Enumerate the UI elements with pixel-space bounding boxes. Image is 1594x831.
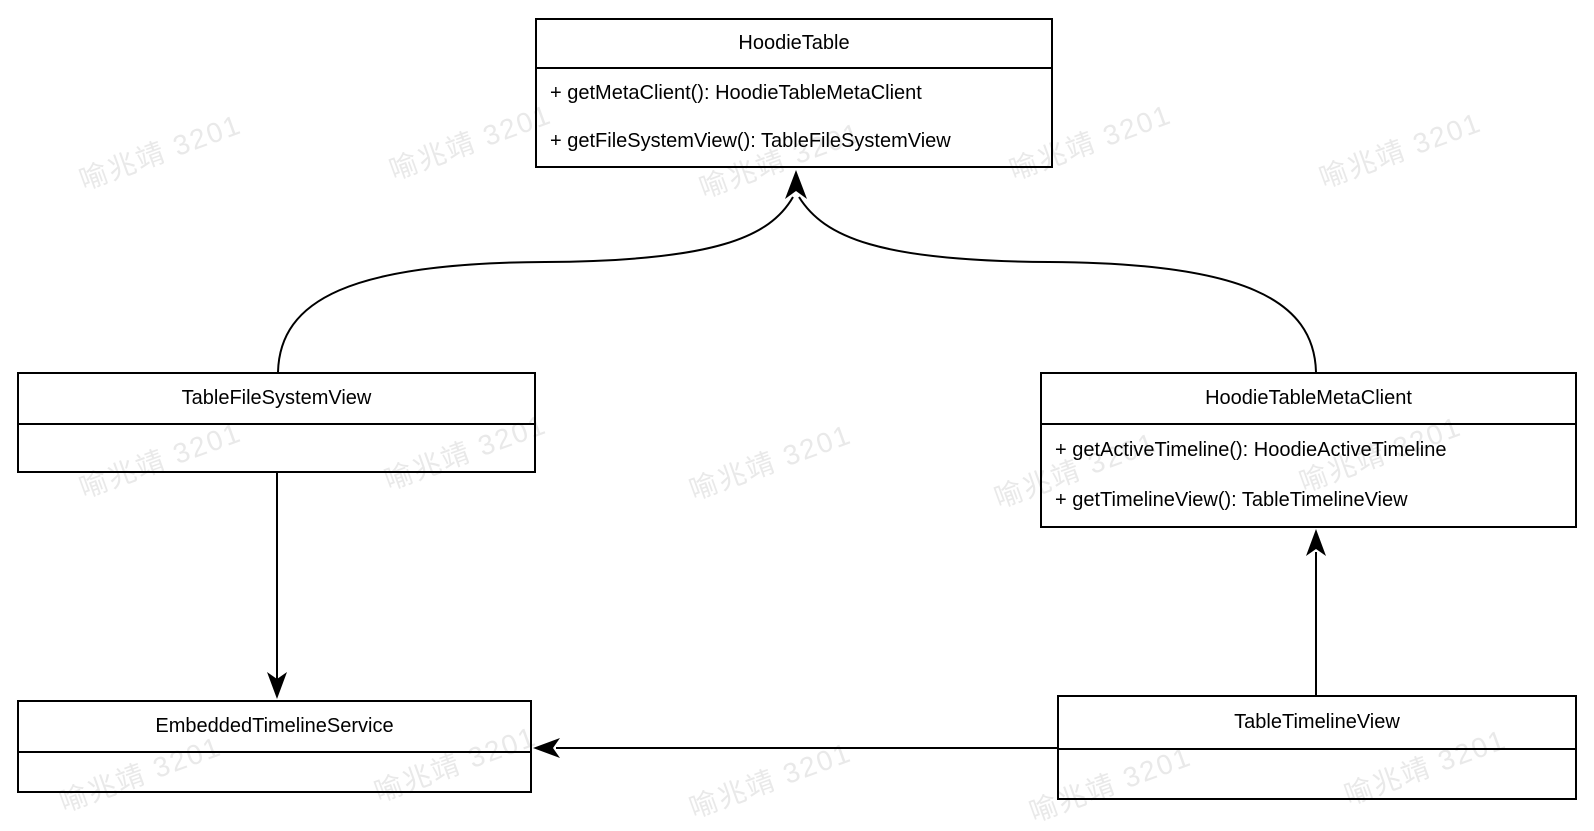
class-box-hoodietable: HoodieTable + getMetaClient(): HoodieTab… [535, 18, 1053, 168]
class-method: + getTimelineView(): TableTimelineView [1055, 489, 1408, 512]
class-methods-compartment [19, 753, 530, 791]
edge-metaclient-to-hoodietable [798, 196, 1317, 373]
class-methods-compartment: + getActiveTimeline(): HoodieActiveTimel… [1042, 425, 1575, 526]
class-method: + getFileSystemView(): TableFileSystemVi… [550, 130, 951, 153]
arrowhead-down-icon [267, 672, 287, 699]
class-method: + getActiveTimeline(): HoodieActiveTimel… [1055, 438, 1447, 461]
class-methods-compartment: + getMetaClient(): HoodieTableMetaClient… [537, 69, 1051, 166]
class-box-tablefilesystemview: TableFileSystemView [17, 372, 536, 473]
arrowhead-up-icon [785, 170, 807, 199]
class-box-embeddedtimelineservice: EmbeddedTimelineService [17, 700, 532, 793]
edge-filesystemview-to-hoodietable [277, 196, 794, 373]
class-name: HoodieTableMetaClient [1042, 374, 1575, 425]
arrowhead-up-icon [1306, 529, 1326, 556]
watermark-text: 喻兆靖 3201 [385, 98, 556, 186]
watermark-text: 喻兆靖 3201 [685, 418, 856, 506]
class-methods-compartment [1059, 750, 1575, 798]
watermark-text: 喻兆靖 3201 [685, 736, 856, 824]
class-name: EmbeddedTimelineService [19, 702, 530, 753]
class-methods-compartment [19, 425, 534, 471]
arrowhead-left-icon [533, 738, 560, 758]
class-box-hoodietablemetaclient: HoodieTableMetaClient + getActiveTimelin… [1040, 372, 1577, 528]
class-method: + getMetaClient(): HoodieTableMetaClient [550, 81, 922, 104]
watermark-text: 喻兆靖 3201 [1315, 106, 1486, 194]
class-name: HoodieTable [537, 20, 1051, 69]
class-name: TableFileSystemView [19, 374, 534, 425]
watermark-text: 喻兆靖 3201 [75, 108, 246, 196]
class-name: TableTimelineView [1059, 697, 1575, 750]
class-box-tabletimelineview: TableTimelineView [1057, 695, 1577, 800]
